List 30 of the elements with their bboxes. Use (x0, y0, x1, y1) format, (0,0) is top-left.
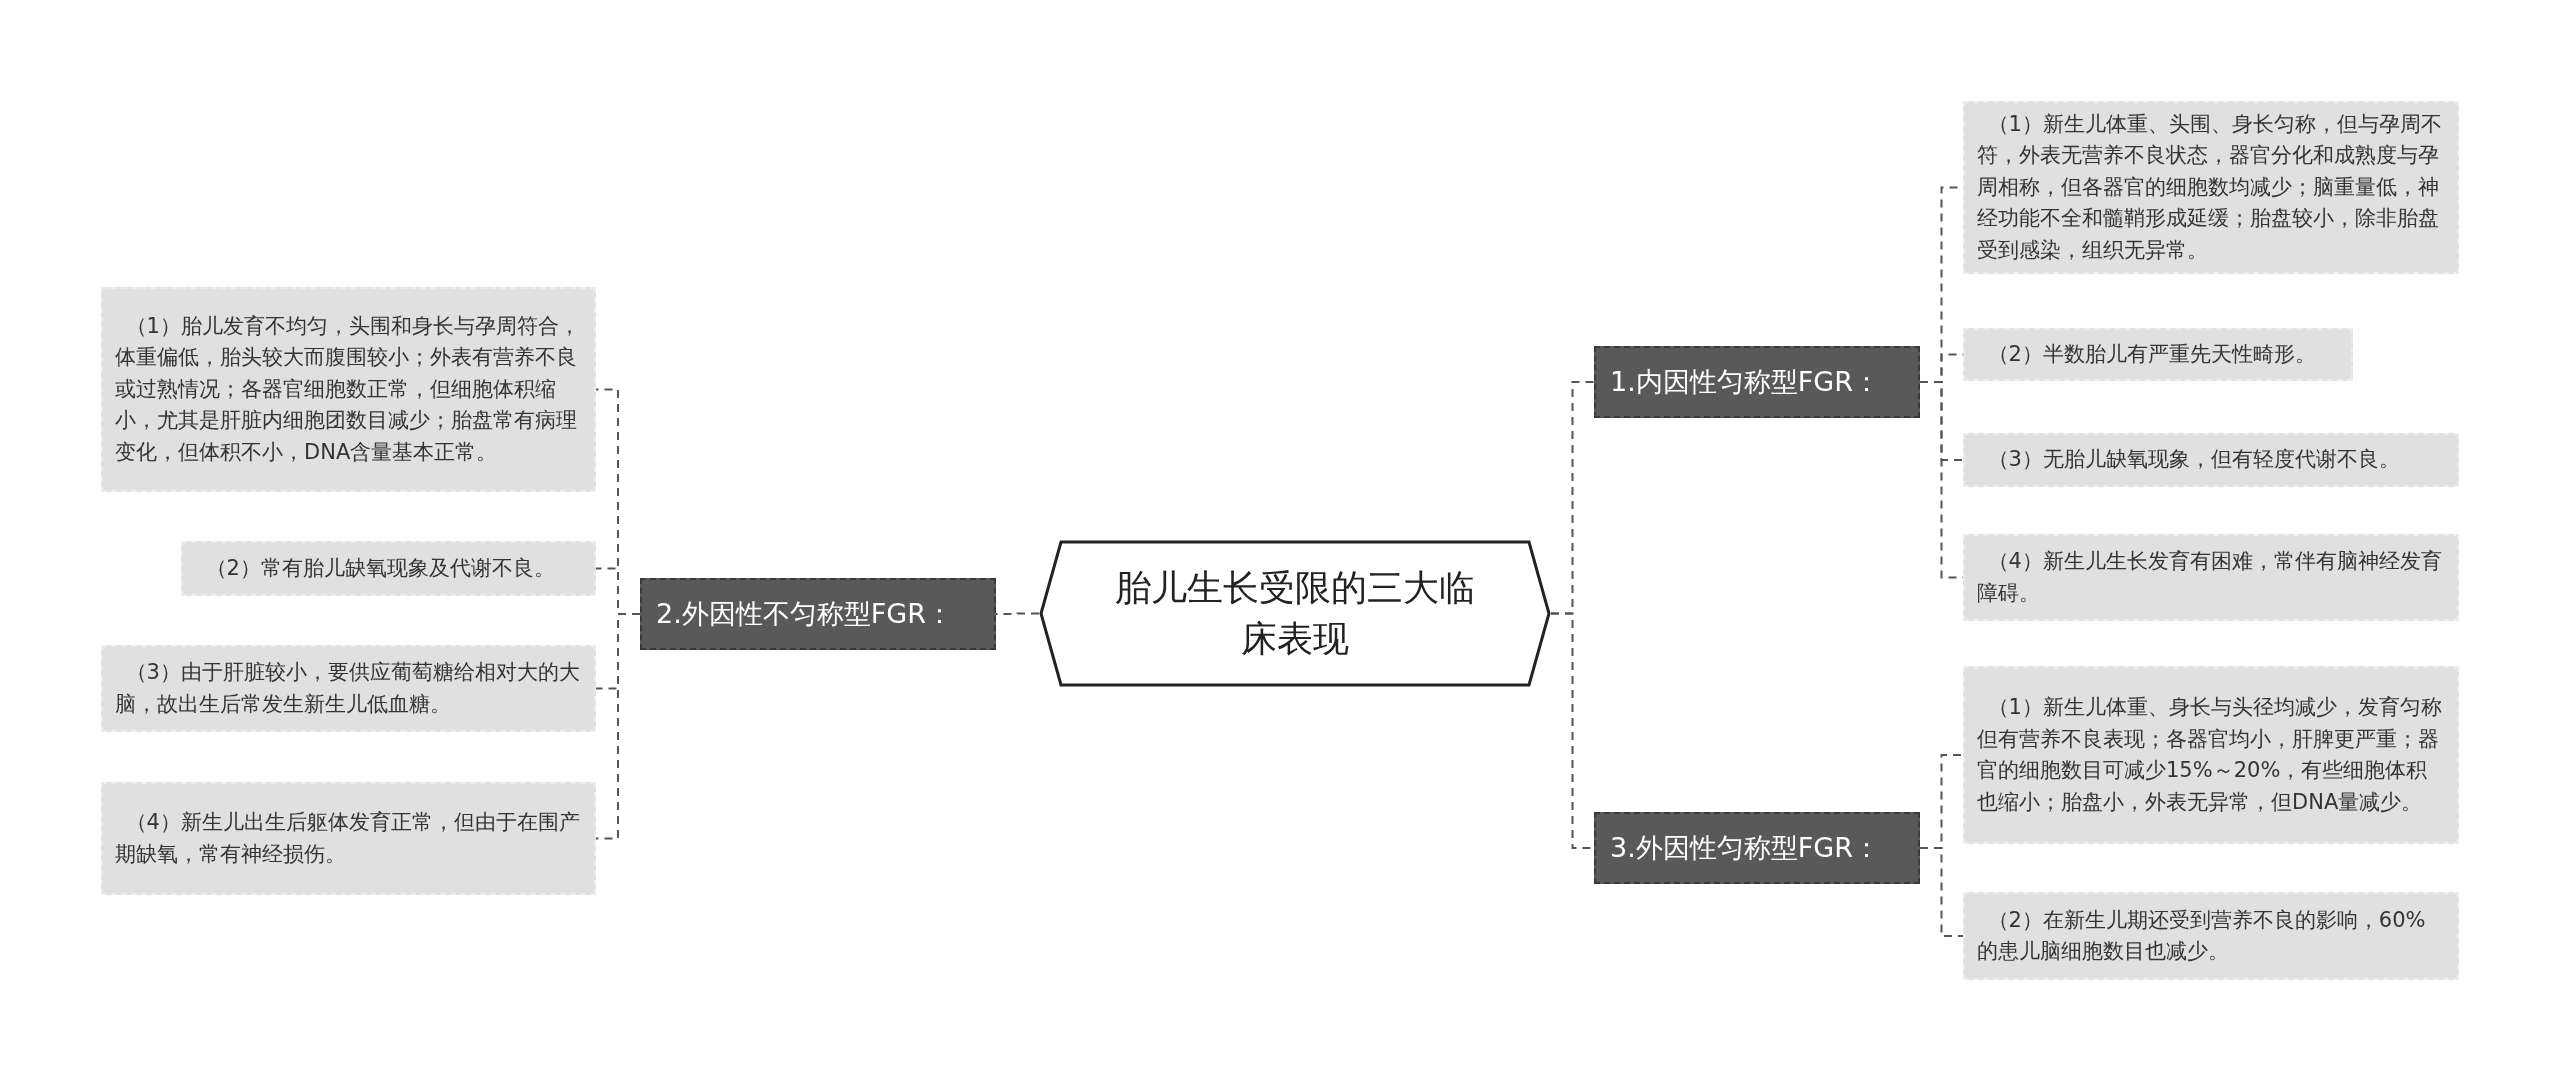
detail-text: （2）在新生儿期还受到营养不良的影响，60%的患儿脑细胞数目也减少。 (1977, 906, 2427, 965)
connector-line (595, 613, 641, 840)
detail-text: （2）常有胎儿缺氧现象及代谢不良。 (204, 554, 555, 582)
detail-text: （3）无胎儿缺氧现象，但有轻度代谢不良。 (1986, 446, 2400, 474)
detail-text: （1）胎儿发育不均匀，头围和身长与孕周符合，体重偏低，胎头较大而腹围较小；外表有营养不良或过熟情况；各器官细胞数正常，但细胞体积缩小，尤其是肝脏内细胞团数目减少；胎盘常有病理变化，但体积不小，DNA含量基本正常。 (115, 312, 581, 466)
detail-box (181, 541, 596, 596)
detail-text: （1）新生儿体重、头围、身长匀称，但与孕周不符，外表无营养不良状态，器官分化和成熟度与孕周相称，但各器官的细胞数均减少；脑重量低，神经功能不全和髓鞘形成延缓；胎盘较小，除非胎盘受到感染，组织无异常。 (1977, 110, 2443, 264)
detail-text: （4）新生儿出生后躯体发育正常，但由于在围产期缺氧，常有神经损伤。 (115, 809, 581, 868)
detail-box (1963, 433, 2459, 487)
detail-box (101, 287, 596, 492)
detail-text: （2）半数胎儿有严重先天性畸形。 (1986, 340, 2316, 368)
detail-box (1963, 666, 2459, 844)
detail-text: （3）由于肝脏较小，要供应葡萄糖给相对大的大脑，故出生后常发生新生儿低血糖。 (115, 659, 581, 718)
detail-box (1963, 101, 2459, 274)
detail-text: （4）新生儿生长发育有困难，常伴有脑神经发育障碍。 (1977, 548, 2443, 607)
branch-label: 2.外因性不匀称型FGR： (656, 597, 953, 631)
detail-box (1963, 328, 2353, 381)
detail-box (101, 645, 596, 732)
branch-topic-box (1594, 346, 1920, 418)
detail-box (1963, 892, 2459, 980)
detail-text: （1）新生儿体重、身长与头径均减少，发育匀称但有营养不良表现；各器官均小，肝脾更严重；器官的细胞数目可减少15%～20%，有些细胞体积也缩小；胎盘小，外表无异常，但DNA量减少。 (1977, 694, 2443, 816)
branch-topic-box (1594, 812, 1920, 884)
branch-topic-box (640, 578, 996, 650)
topic-text: 胎儿生长受限的三大临床表现 (1114, 566, 1476, 661)
branch-label: 1.内因性匀称型FGR： (1610, 365, 1880, 399)
central-topic-hexagon (1039, 540, 1551, 687)
detail-box (1963, 534, 2459, 621)
detail-box (101, 782, 596, 895)
branch-label: 3.外因性匀称型FGR： (1610, 831, 1880, 865)
connector-line (1919, 847, 1964, 937)
